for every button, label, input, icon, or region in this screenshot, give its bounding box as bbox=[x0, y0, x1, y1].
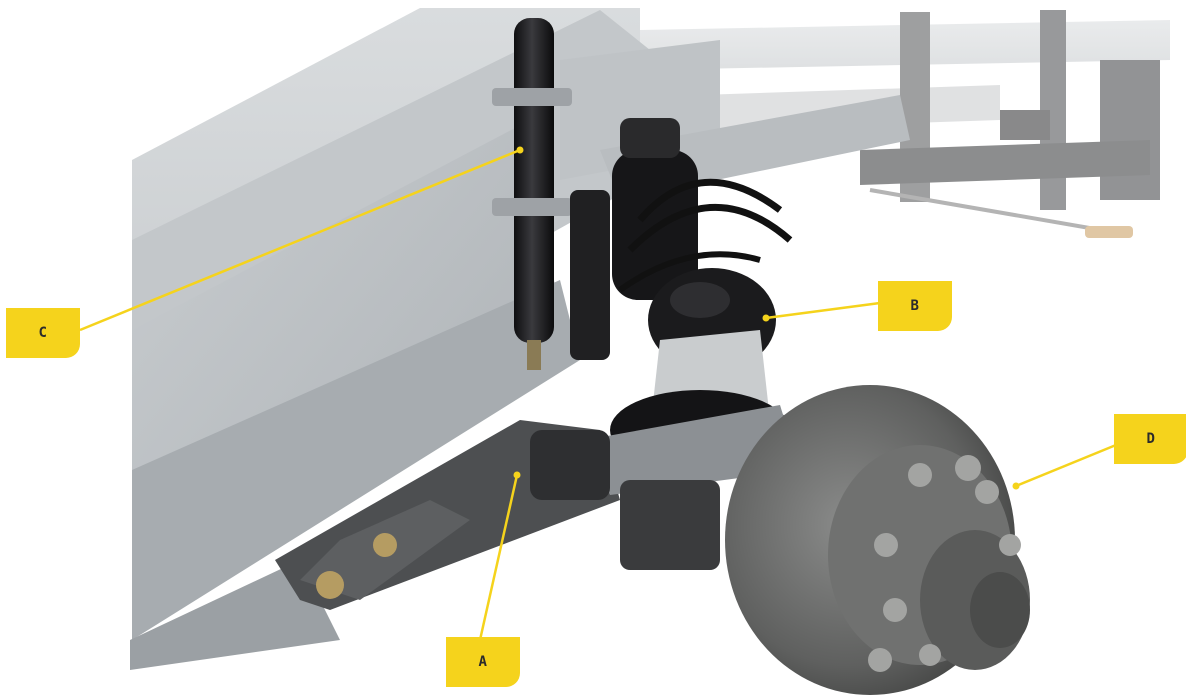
callout-b: B bbox=[878, 281, 952, 331]
brake-bracket bbox=[530, 405, 800, 570]
leader-dot-a bbox=[513, 471, 521, 479]
callout-c: C bbox=[6, 308, 80, 358]
callout-a: A bbox=[446, 637, 520, 687]
brake-drum-hub bbox=[725, 385, 1030, 695]
callout-d-label: D bbox=[1146, 431, 1156, 447]
leader-dot-d bbox=[1012, 482, 1020, 490]
leader-line-a bbox=[478, 474, 519, 641]
leader-line-c bbox=[79, 148, 521, 332]
leader-line-b bbox=[765, 301, 881, 320]
leader-dot-c bbox=[516, 146, 524, 154]
callout-a-label: A bbox=[478, 654, 488, 670]
background-chassis bbox=[640, 10, 1170, 238]
leader-dot-b bbox=[762, 314, 770, 322]
callout-b-label: B bbox=[910, 298, 920, 314]
callout-d: D bbox=[1114, 414, 1186, 464]
frame-rail bbox=[130, 8, 910, 670]
callout-c-label: C bbox=[38, 325, 48, 341]
accumulator-tank bbox=[492, 18, 572, 370]
leader-line-d bbox=[1015, 443, 1117, 488]
